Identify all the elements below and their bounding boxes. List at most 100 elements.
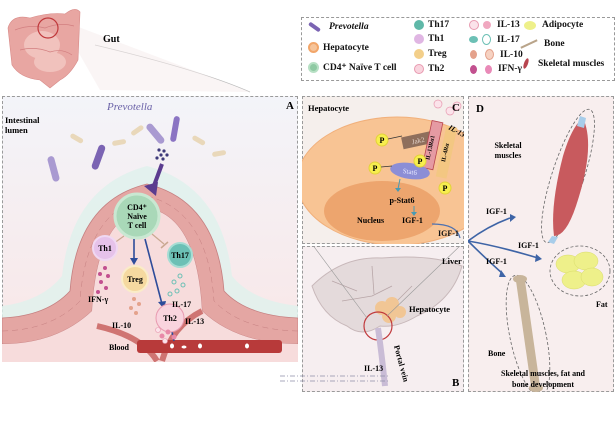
jak2-label: Jak2 [411,136,426,147]
il17-icon-a [469,36,478,43]
legend-item-cd4-naive: CD4⁺ Naïve T cell [308,62,397,73]
igf1-arrow-bone [499,270,506,277]
p-label-2: P [418,157,423,166]
treg-cell [121,265,149,293]
gut-highlight-circle [37,17,59,39]
adipocyte-icon [524,20,536,30]
th2-label: Th2 [163,314,177,323]
ifng-label: IFN-γ [88,295,108,304]
treg-icon [414,49,424,59]
panel-d-letter: D [476,103,484,115]
legend-item-th1: Th1 [414,34,444,44]
il4ra-label: IL-4Rα [441,142,451,162]
phospho-il13ra1 [413,154,427,168]
nucleus [324,181,440,241]
hepatocyte-icon [308,42,319,53]
jak2 [401,130,435,150]
legend-item-adipocyte: Adipocyte [524,20,583,30]
blood-label: Blood [109,343,130,352]
portal-vein-label: Portal vein [392,344,411,383]
legend-item-il10: IL-10 [469,49,523,60]
bone-label: Bone [488,349,506,358]
prevotella-icon [308,21,321,33]
skeletal-muscle [553,118,589,236]
p-label-3: P [443,184,448,193]
ifng-icon-b [485,64,492,74]
hepatocyte-label-b: Hepatocyte [409,304,450,314]
legend: Prevotella Hepatocyte CD4⁺ Naïve T cell … [301,17,615,81]
igf1-label-fat: IGF-1 [518,241,539,250]
prevotella-bacteria [47,116,180,182]
bone [516,281,540,386]
panel-c-title: Hepatocyte [308,103,349,113]
igf1-inner-label: IGF-1 [402,216,423,225]
panel-c-letter: C [452,102,460,114]
il13ra1-label: IL-13Rα1 [425,135,436,161]
legend-item-ifng: IFN-γ [469,64,522,74]
legend-item-il17: IL-17 [469,34,520,45]
prevotella-label: Prevotella [106,101,153,113]
th1-cell [92,235,118,261]
il13ra1-receptor [421,120,444,171]
th17-label: Th17 [171,251,189,260]
th17-icon [414,20,424,30]
il10-label: IL-10 [112,321,131,330]
il13-label-a: IL-13 [185,317,204,326]
bone-icon [520,39,538,49]
gut-illustration: Gut [7,9,251,93]
il17-label: IL-17 [172,300,191,309]
legend-item-skeletal-muscles: Skeletal muscles [522,57,604,70]
pstat6-label: p-Stat6 [390,196,415,205]
igf1-arrow-fat [535,254,542,262]
legend-item-treg: Treg [414,49,447,59]
th1-label: Th1 [98,244,112,253]
igf1-label-bone: IGF-1 [486,257,507,266]
gut-label: Gut [103,34,120,45]
ifng-icon-a [470,64,477,74]
phospho-stat6 [368,161,382,175]
igf1-arrow-muscle [510,214,516,222]
adipose-tissue [555,251,604,290]
phospho-jak2 [375,133,389,147]
phospho-il4ra [438,181,452,195]
il17-icon-b [482,34,491,45]
liver-label: Liver [442,256,462,266]
th1-icon [414,34,424,44]
skeletal-muscle-icon [522,57,530,70]
th2-icon [414,64,424,74]
cd4-naive-icon [308,62,319,73]
panel-b-letter: B [452,377,460,389]
il10-icon-a [470,50,477,59]
panel-b-illustration: Liver Hepatocyte Portal vein IL-13 B [311,246,463,389]
th17-cell [167,242,193,268]
cd4-naive-t-cell [113,192,161,240]
igf1-label-muscle: IGF-1 [486,207,507,216]
il4ra-receptor [435,125,458,179]
stat6-label: Stat6 [402,167,418,177]
p-label-4: P [373,164,378,173]
legend-item-hepatocyte: Hepatocyte [308,42,369,53]
legend-item-th2: Th2 [414,64,444,74]
p-label-1: P [380,136,385,145]
panel-a-letter: A [286,100,294,112]
panel-c-illustration: P P P P Hepatocyte C Jak2 IL-13Rα1 IL-4R… [302,99,464,244]
il13-icon-a [469,20,479,30]
il13-icon-b [483,21,491,29]
fat-label: Fat [596,300,608,309]
legend-item-th17: Th17 [414,20,449,30]
legend-item-prevotella: Prevotella [308,21,369,33]
treg-label: Treg [127,275,143,284]
nucleus-label: Nucleus [357,216,384,225]
liver [311,256,463,333]
panel-d [468,96,614,392]
igf1-out-label: IGF-1 [438,229,459,238]
blood-vessel [137,340,282,353]
legend-item-il13: IL-13 [469,20,520,30]
blood-to-liver-connector [280,375,390,382]
